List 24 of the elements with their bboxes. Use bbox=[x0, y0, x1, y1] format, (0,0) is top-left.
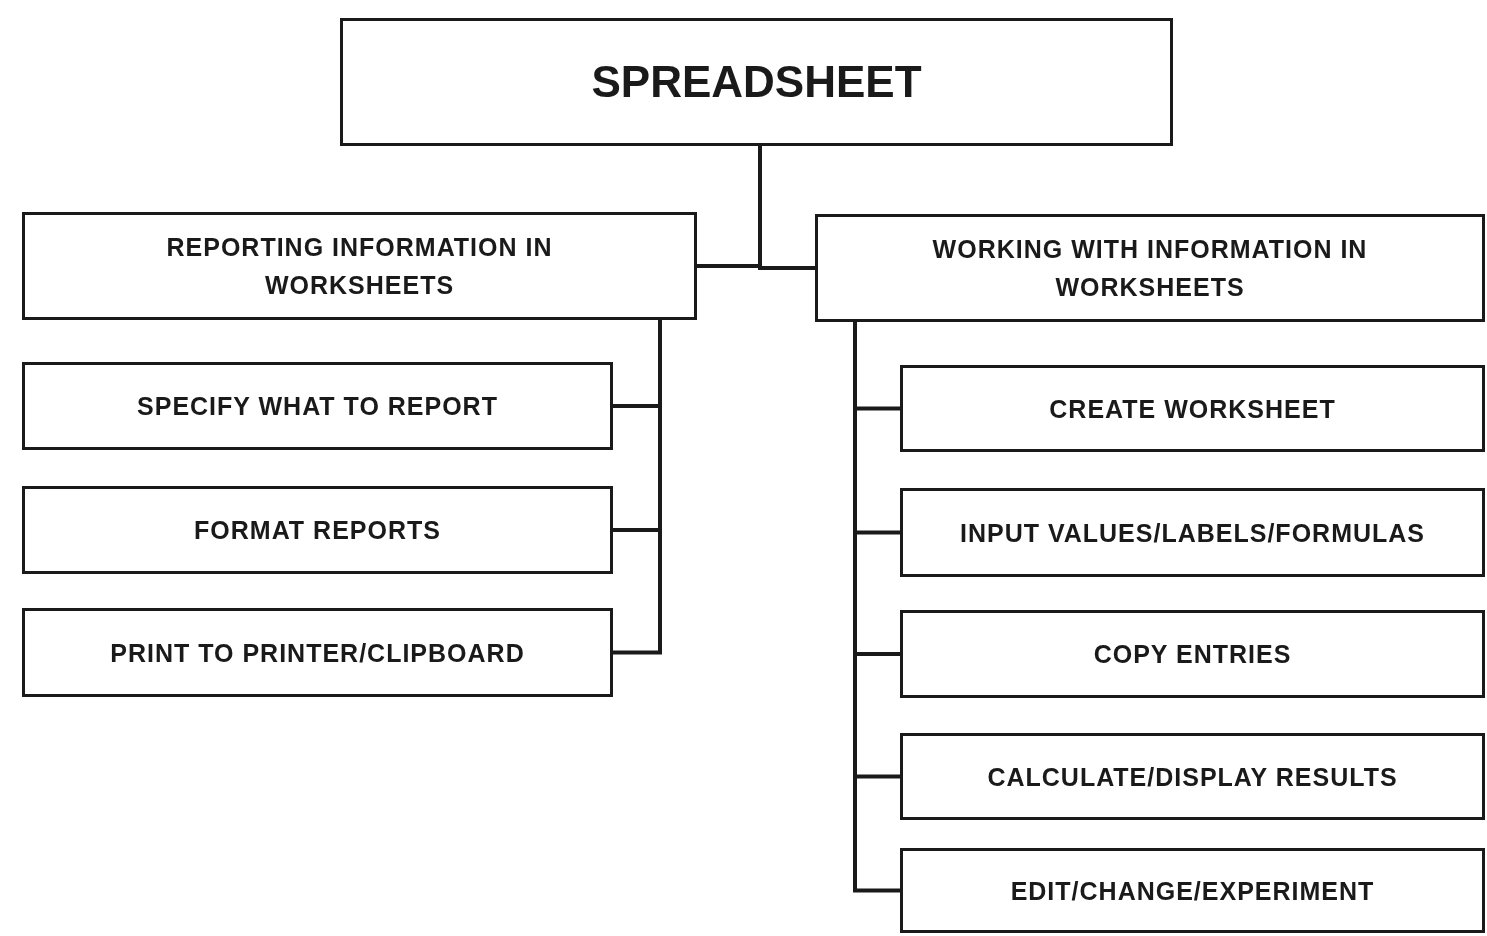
process-box bbox=[22, 608, 613, 697]
box-label: REPORTING INFORMATION IN WORKSHEETS bbox=[165, 232, 554, 301]
process-box bbox=[900, 733, 1485, 820]
box-label: CREATE WORKSHEET bbox=[1049, 393, 1336, 425]
box-label: FORMAT REPORTS bbox=[194, 515, 441, 546]
box-label: PRINT TO PRINTER/CLIPBOARD bbox=[110, 637, 525, 669]
process-box bbox=[340, 18, 1173, 146]
box-label: WORKING WITH INFORMATION IN WORKSHEETS bbox=[931, 234, 1369, 303]
box-label: SPREADSHEET bbox=[591, 56, 922, 108]
process-box bbox=[900, 365, 1485, 452]
box-label: SPECIFY WHAT TO REPORT bbox=[137, 391, 498, 422]
connector-line bbox=[758, 146, 815, 270]
process-box bbox=[900, 610, 1485, 698]
process-box bbox=[900, 488, 1485, 577]
connector-line bbox=[613, 320, 662, 655]
box-label: EDIT/CHANGE/EXPERIMENT bbox=[1010, 875, 1375, 907]
process-box bbox=[22, 212, 697, 320]
process-box bbox=[900, 848, 1485, 933]
process-box bbox=[815, 214, 1485, 322]
process-box bbox=[22, 486, 613, 574]
box-label: COPY ENTRIES bbox=[1093, 639, 1292, 670]
box-label: INPUT VALUES/LABELS/FORMULAS bbox=[959, 517, 1425, 549]
process-box bbox=[22, 362, 613, 450]
box-label: CALCULATE/DISPLAY RESULTS bbox=[987, 761, 1398, 793]
